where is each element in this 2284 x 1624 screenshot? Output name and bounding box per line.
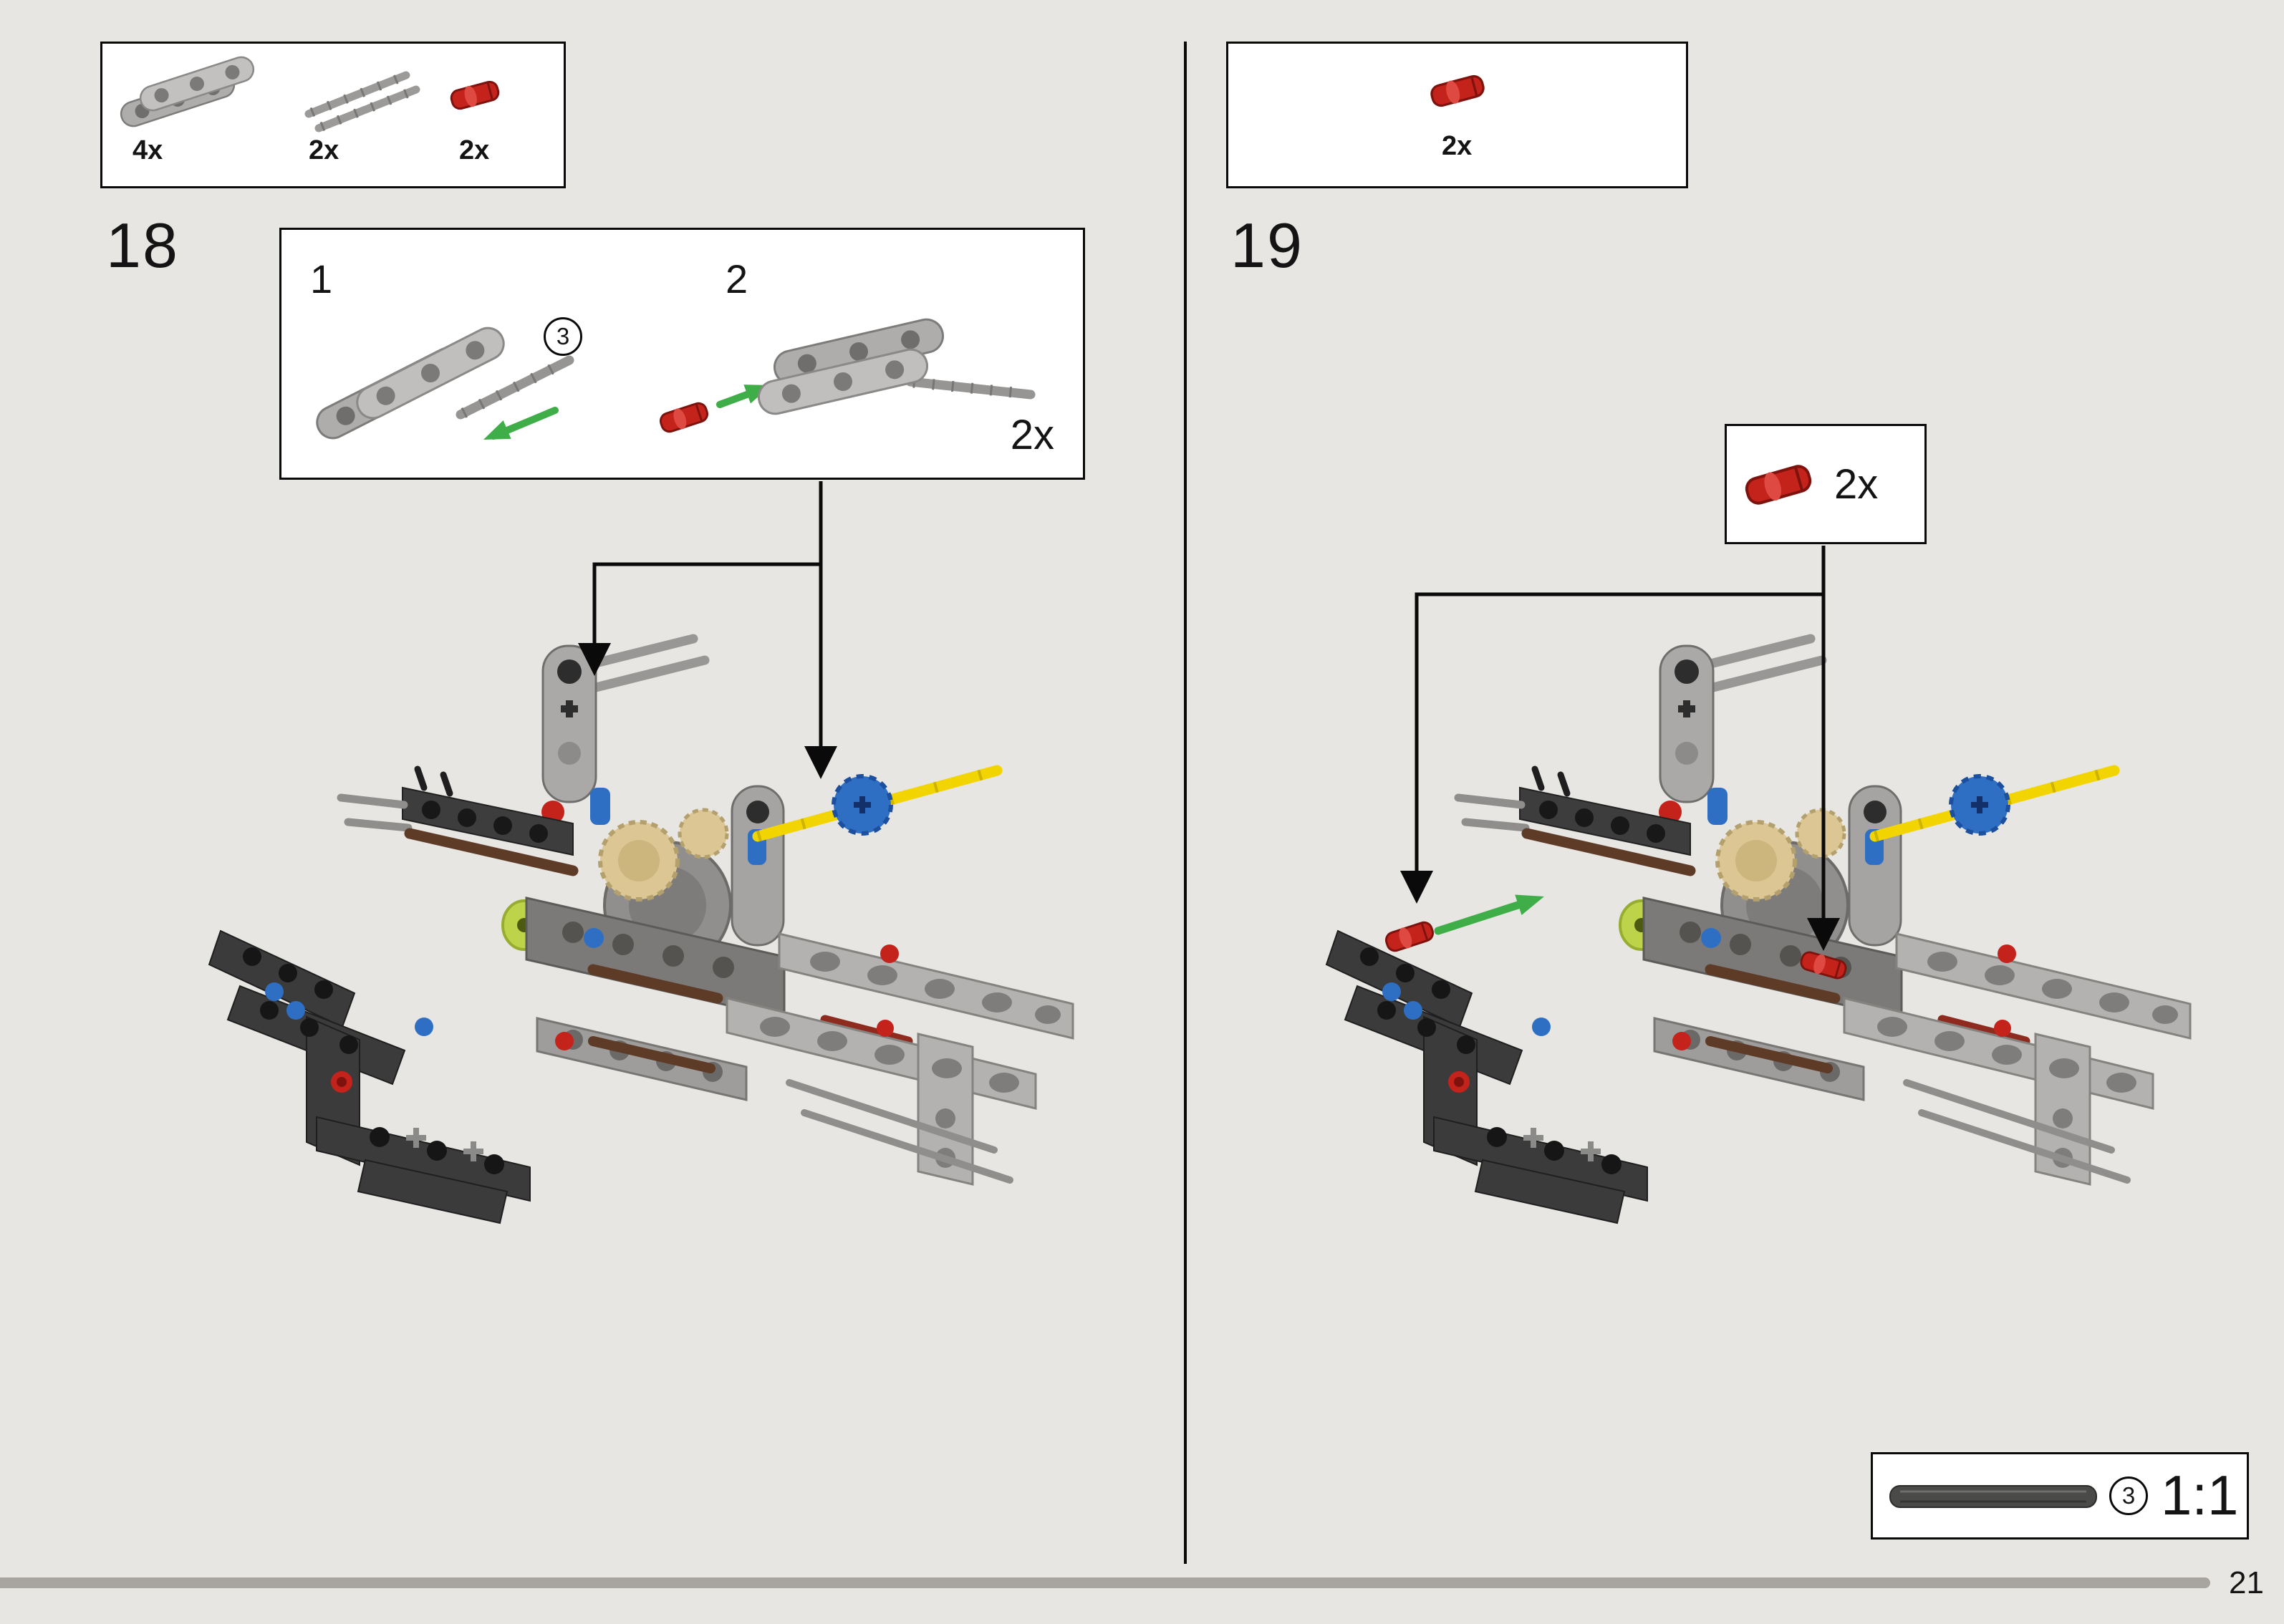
- callout-count: 2x: [1834, 461, 1879, 508]
- step18-subassembly-box: 1 2 3 2x: [279, 228, 1085, 480]
- page-divider: [1184, 42, 1187, 1564]
- step19-parts-box: 2x: [1226, 42, 1688, 188]
- red-pin-icon: [657, 399, 711, 436]
- step18-parts-box: 4x 2x 2x: [100, 42, 566, 188]
- subassembly-count: 2x: [1010, 412, 1054, 458]
- subassembly-illustration: [316, 318, 1036, 440]
- part-count: 2x: [459, 135, 490, 165]
- red-pin-icon: [448, 77, 502, 113]
- progress-bar: [0, 1577, 2210, 1588]
- part-count: 4x: [132, 135, 163, 165]
- axle-length-value: 3: [2121, 1482, 2136, 1509]
- substep1-beams: [316, 327, 574, 440]
- green-insert-arrow-icon: [1434, 894, 1544, 935]
- red-pin-icon: [1744, 462, 1813, 507]
- step18-number: 18: [106, 210, 179, 281]
- assembly-step-18: [201, 617, 1096, 1297]
- part-count: 2x: [309, 135, 339, 165]
- assembly-step-19: [1318, 617, 2213, 1297]
- substep-1-label: 1: [310, 256, 333, 301]
- red-pin-icon: [1428, 72, 1487, 110]
- step19-callout-box: 2x: [1725, 424, 1927, 544]
- page-number: 21: [2229, 1565, 2264, 1600]
- step19-parts-icons: [1428, 72, 1487, 110]
- step19-number: 19: [1230, 210, 1304, 281]
- axle-length-value: 3: [556, 323, 570, 349]
- axle-length-badge: 3: [544, 317, 582, 356]
- axle-actual-size-icon: [1889, 1485, 2097, 1508]
- green-arrow-icon: [483, 407, 559, 440]
- axle-length-badge: 3: [2109, 1476, 2148, 1515]
- substep-2-label: 2: [726, 256, 748, 301]
- step18-parts-icons: [120, 56, 502, 132]
- red-pin-new-icon: [1382, 918, 1437, 955]
- thin-beam-pair-icon: [120, 56, 255, 127]
- callout-pin-icon: [1727, 426, 1924, 542]
- axle-3l-icon: [304, 71, 420, 132]
- scale-1to1-box: 3 1:1: [1871, 1452, 2249, 1540]
- substep2-assembly: [757, 318, 1036, 415]
- part-count: 2x: [1442, 131, 1473, 161]
- scale-ratio: 1:1: [2161, 1464, 2239, 1527]
